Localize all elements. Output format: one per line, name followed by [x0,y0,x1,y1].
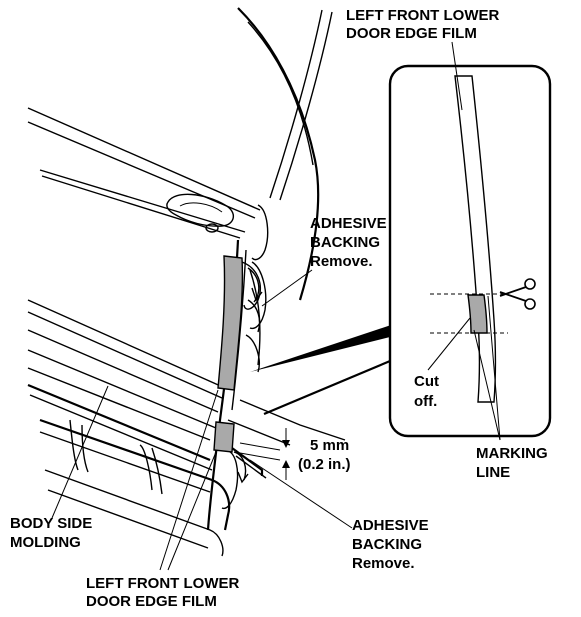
body-side-line2: MOLDING [10,534,81,551]
zoom-callout-lines [250,322,403,416]
adhesive-upper-line3: Remove. [310,253,373,270]
adhesive-lower-line3: Remove. [352,555,415,572]
adhesive-upper-line1: ADHESIVE [310,215,387,232]
label-cut-off: Cut off. [414,373,439,410]
label-gap: 5 mm (0.2 in.) [298,437,351,473]
cut-line1: Cut [414,373,439,390]
label-body-side-molding: BODY SIDE MOLDING [10,515,92,551]
gap-line2: (0.2 in.) [298,456,351,473]
cut-line2: off. [414,393,437,410]
marking-line1: MARKING [476,445,548,462]
marking-line2: LINE [476,464,510,481]
adhesive-upper-line2: BACKING [310,234,380,251]
bottom-film-line1: LEFT FRONT LOWER [86,575,239,592]
adhesive-backing-peel-lower [233,451,249,484]
door-line-art [27,7,346,557]
adhesive-lower-line2: BACKING [352,536,422,553]
top-film-line1: LEFT FRONT LOWER [346,7,499,24]
leader-lines [51,41,501,571]
scissors-icon [499,278,536,310]
gap-line1: 5 mm [310,437,349,454]
adhesive-backing-peel-upper [241,261,263,310]
body-side-line1: BODY SIDE [10,515,92,532]
gap-dimension [239,428,290,480]
label-adhesive-lower: ADHESIVE BACKING Remove. [352,517,429,572]
label-bottom-film: LEFT FRONT LOWER DOOR EDGE FILM [86,575,239,610]
label-marking-line: MARKING LINE [476,445,548,481]
adhesive-lower-line1: ADHESIVE [352,517,429,534]
label-adhesive-upper: ADHESIVE BACKING Remove. [310,215,387,270]
bottom-film-line2: DOOR EDGE FILM [86,593,217,610]
detail-callout-box [388,64,552,438]
door-edge-film-lower [213,421,235,453]
top-film-line2: DOOR EDGE FILM [346,25,477,42]
door-edge-film-upper [217,255,244,391]
label-top-film: LEFT FRONT LOWER DOOR EDGE FILM [346,7,499,42]
